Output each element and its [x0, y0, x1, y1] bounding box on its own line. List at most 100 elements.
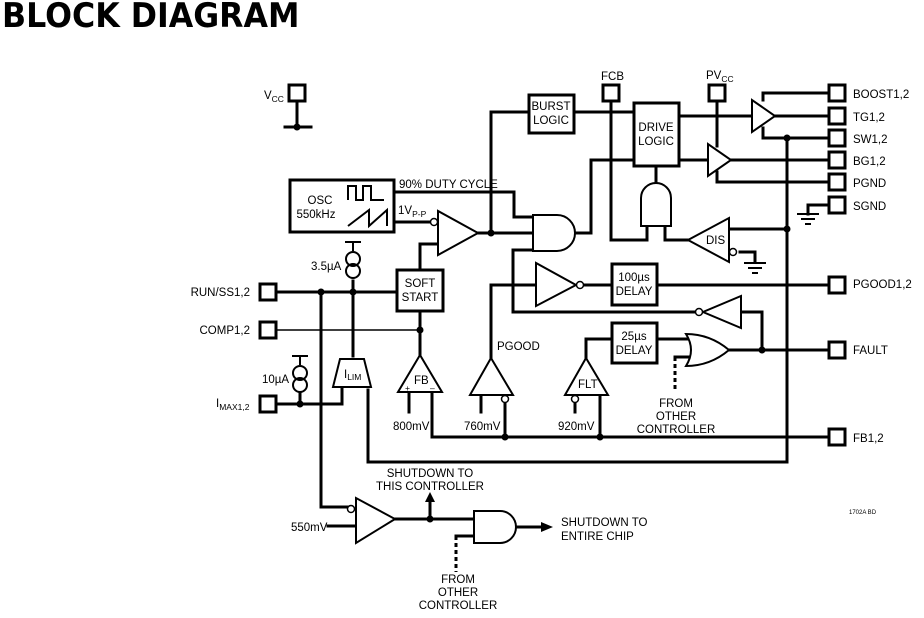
and-gate-drive — [640, 182, 672, 227]
svg-text:FROM: FROM — [441, 574, 475, 586]
pgood-label: PGOOD — [497, 341, 540, 353]
svg-text:OSC: OSC — [308, 195, 333, 207]
arrow-right-icon — [541, 522, 553, 532]
sawtooth-wave-icon — [347, 207, 388, 229]
pin-label-fb: FB1,2 — [853, 433, 884, 445]
pin-label-fcb: FCB — [601, 71, 624, 83]
svg-text:10µA: 10µA — [262, 374, 289, 386]
svg-text:OTHER: OTHER — [656, 411, 696, 423]
svg-text:SOFT: SOFT — [405, 278, 436, 290]
junction-dots — [293, 123, 791, 523]
pin-label-bg: BG1,2 — [853, 156, 886, 168]
figure-id: 1702A BD — [849, 510, 877, 516]
pin-label-sgnd: SGND — [853, 201, 886, 213]
shutdown-and-gate — [473, 510, 517, 544]
pin-pgood[interactable]: PGOOD1,2 — [827, 275, 912, 295]
fb-error-amplifier: FB + – — [396, 353, 444, 393]
current-source-3-5ua: 3.5µA — [311, 241, 361, 279]
pwm-comparator — [429, 209, 481, 257]
svg-text:SHUTDOWN TO: SHUTDOWN TO — [561, 517, 648, 529]
delay-100us-block: 100µs DELAY — [610, 262, 659, 307]
oscillator-block: OSC 550kHz — [288, 178, 396, 234]
svg-text:DRIVE: DRIVE — [638, 122, 673, 134]
ground-icon — [744, 262, 766, 274]
svg-text:FLT: FLT — [578, 379, 598, 391]
pin-label-tg: TG1,2 — [853, 112, 885, 124]
ref-920mv: 920mV — [558, 421, 595, 433]
svg-text:LOGIC: LOGIC — [638, 136, 674, 148]
svg-text:DELAY: DELAY — [616, 345, 653, 357]
pin-label-sw: SW1,2 — [853, 134, 888, 146]
duty-cycle-label: 90% DUTY CYCLE — [399, 179, 498, 191]
svg-text:3.5µA: 3.5µA — [311, 261, 342, 273]
pin-fcb[interactable]: FCB — [601, 71, 624, 103]
pin-bg[interactable]: BG1,2 — [827, 150, 886, 170]
pin-pvcc[interactable]: PVCC — [706, 70, 734, 103]
svg-text:FB: FB — [414, 375, 429, 387]
drive-logic-block: DRIVE LOGIC — [632, 101, 681, 168]
wires — [274, 91, 831, 538]
svg-text:+: + — [405, 383, 410, 393]
pin-fault[interactable]: FAULT — [827, 340, 888, 360]
pin-sw[interactable]: SW1,2 — [827, 128, 888, 148]
pin-label-vcc: VCC — [264, 90, 284, 104]
pgood-inverter — [535, 261, 585, 308]
pin-imax[interactable]: IMAX1,2 — [216, 394, 278, 414]
svg-text:BURST: BURST — [532, 101, 571, 113]
block-diagram-title: BLOCK DIAGRAM — [2, 0, 300, 36]
top-gate-driver — [751, 98, 777, 134]
pin-boost[interactable]: BOOST1,2 — [827, 83, 909, 103]
svg-text:LOGIC: LOGIC — [533, 115, 569, 127]
pgood-comparator — [468, 356, 515, 404]
soft-start-block: SOFT START — [395, 268, 445, 313]
pin-label-pvcc: PVCC — [706, 70, 734, 84]
pin-sgnd[interactable]: SGND — [827, 195, 886, 215]
svg-text:100µs: 100µs — [618, 272, 650, 284]
or-gate — [684, 332, 731, 368]
burst-logic-block: BURST LOGIC — [527, 93, 576, 135]
pin-comp[interactable]: COMP1,2 — [200, 320, 278, 340]
pin-label-fault: FAULT — [853, 345, 888, 357]
arrow-up-icon — [425, 492, 435, 502]
pin-label-pgnd: PGND — [853, 178, 886, 190]
shutdown-entire-chip-label: SHUTDOWN TO ENTIRE CHIP — [561, 517, 648, 543]
square-wave-icon — [347, 185, 384, 201]
bottom-gate-driver — [707, 142, 733, 178]
ref-550mv: 550mV — [291, 522, 328, 534]
svg-text:DIS: DIS — [706, 235, 726, 247]
flt-comparator: FLT — [563, 356, 610, 404]
ref-760mv: 760mV — [464, 421, 501, 433]
ilim-amplifier: ILIM — [331, 358, 373, 388]
pin-label-run-ss: RUN/SS1,2 — [191, 287, 250, 299]
svg-text:ENTIRE CHIP: ENTIRE CHIP — [561, 531, 634, 543]
pin-fb[interactable]: FB1,2 — [827, 427, 884, 447]
run-comparator — [346, 496, 398, 545]
svg-text:START: START — [402, 292, 439, 304]
svg-text:CONTROLLER: CONTROLLER — [419, 600, 498, 612]
svg-text:ILIM: ILIM — [344, 369, 361, 382]
and-gate — [532, 214, 576, 252]
pin-label-imax: IMAX1,2 — [216, 398, 250, 412]
dis-comparator: DIS — [685, 216, 738, 264]
pin-run-ss[interactable]: RUN/SS1,2 — [191, 282, 278, 302]
current-source-10ua: 10µA — [262, 355, 308, 393]
fault-inverter — [694, 294, 742, 330]
svg-text:FROM: FROM — [659, 398, 693, 410]
ref-800mv: 800mV — [393, 421, 430, 433]
pin-pgnd[interactable]: PGND — [827, 172, 886, 192]
svg-text:550kHz: 550kHz — [297, 209, 336, 221]
pin-label-comp: COMP1,2 — [200, 325, 251, 337]
pin-tg[interactable]: TG1,2 — [827, 106, 885, 126]
vpp-label: 1VP-P — [398, 205, 427, 219]
pin-label-pgood: PGOOD1,2 — [853, 279, 912, 291]
from-other-controller-shutdown: FROM OTHER CONTROLLER — [419, 574, 498, 612]
svg-text:SHUTDOWN TO: SHUTDOWN TO — [387, 468, 474, 480]
svg-text:–: – — [430, 383, 435, 393]
pin-vcc[interactable]: VCC — [264, 83, 307, 104]
from-other-controller-fault: FROM OTHER CONTROLLER — [637, 398, 716, 436]
svg-text:OTHER: OTHER — [438, 587, 478, 599]
shutdown-this-controller-label: SHUTDOWN TO THIS CONTROLLER — [376, 468, 484, 493]
svg-text:CONTROLLER: CONTROLLER — [637, 424, 716, 436]
delay-25us-block: 25µs DELAY — [610, 321, 659, 365]
